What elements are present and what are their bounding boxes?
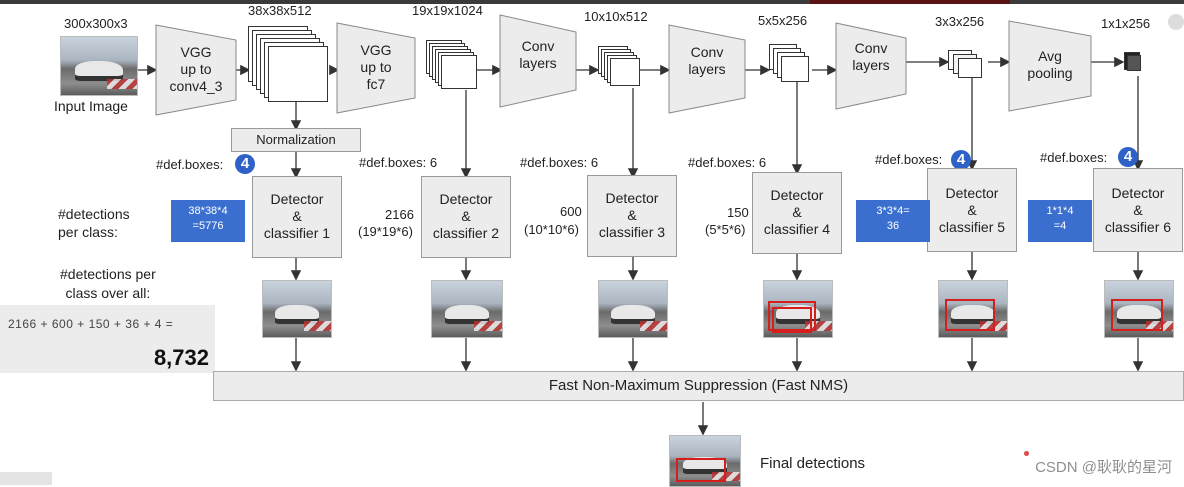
- bbox: [676, 458, 726, 482]
- feature-map-size-4: 5x5x256: [758, 13, 808, 28]
- detection-formula-2: (19*19*6): [358, 224, 413, 239]
- blue-note-6: 1*1*4 =4: [1028, 200, 1092, 242]
- detection-image-2: [431, 280, 503, 338]
- detection-image-4: [763, 280, 833, 338]
- calculation-result: 8,732: [153, 345, 209, 370]
- corner-circle: [1168, 14, 1184, 30]
- conv-layers-text-2: Conv layers: [688, 44, 726, 77]
- detection-count-2: 2166: [385, 207, 414, 222]
- detection-formula-3: (10*10*6): [524, 222, 579, 237]
- detector-classifier-2: Detector & classifier 2: [421, 176, 511, 258]
- detections-over-all-label: #detections per class over all:: [60, 266, 156, 301]
- blue-note-1: 38*38*4 =5776: [171, 200, 245, 242]
- def-boxes-label-4: #def.boxes: 6: [688, 155, 767, 170]
- def-boxes-badge-5: 4: [951, 150, 971, 170]
- watermark: CSDN @耿耿的星河: [1035, 459, 1172, 476]
- def-boxes-label-5: #def.boxes:: [875, 152, 943, 167]
- normalization-box: Normalization: [231, 128, 361, 152]
- conv-layers-block-3: Conv layers: [835, 22, 907, 110]
- fast-nms-bar: Fast Non-Maximum Suppression (Fast NMS): [213, 371, 1184, 401]
- detector-classifier-1: Detector & classifier 1: [252, 176, 342, 258]
- def-boxes-label-3: #def.boxes: 6: [520, 155, 599, 170]
- final-detections-label: Final detections: [760, 455, 866, 472]
- bbox: [772, 307, 812, 333]
- vgg-fc7-text: VGG up to fc7: [360, 42, 392, 92]
- bbox: [1111, 299, 1163, 331]
- detection-image-5: [938, 280, 1008, 338]
- detection-count-3: 600: [560, 204, 582, 219]
- feature-map-size-1: 38x38x512: [248, 3, 312, 18]
- calculation-panel: 2166 + 600 + 150 + 36 + 4 = 8,732: [0, 305, 215, 373]
- conv-layers-text-1: Conv layers: [519, 38, 557, 71]
- feature-map-3: [598, 46, 642, 88]
- final-detection-image: [669, 435, 741, 487]
- top-bar-highlight: [810, 0, 1010, 4]
- avg-pooling-block: Avg pooling: [1008, 20, 1092, 112]
- avg-pooling-text: Avg pooling: [1027, 48, 1073, 81]
- conv-layers-text-3: Conv layers: [852, 40, 890, 73]
- vgg-fc7-block: VGG up to fc7: [336, 22, 416, 114]
- detector-classifier-5: Detector & classifier 5: [927, 168, 1017, 252]
- feature-map-2: [426, 40, 480, 89]
- feature-map-5: [948, 50, 988, 80]
- input-image: [60, 36, 138, 96]
- detector-classifier-4: Detector & classifier 4: [752, 172, 842, 254]
- def-boxes-badge-1: 4: [235, 154, 255, 174]
- feature-map-size-3: 10x10x512: [584, 9, 648, 24]
- detector-classifier-3: Detector & classifier 3: [587, 175, 677, 257]
- detector-classifier-6: Detector & classifier 6: [1093, 168, 1183, 252]
- input-size-label: 300x300x3: [64, 16, 128, 31]
- detection-image-6: [1104, 280, 1174, 338]
- feature-map-size-2: 19x19x1024: [412, 3, 483, 18]
- detection-image-1: [262, 280, 332, 338]
- top-bar: [0, 0, 1184, 4]
- vgg-conv4-3-block: VGG up to conv4_3: [155, 24, 237, 116]
- blue-note-5: 3*3*4= 36: [856, 200, 930, 242]
- feature-map-1: [248, 26, 334, 104]
- bbox: [768, 301, 816, 331]
- calculation-expression: 2166 + 600 + 150 + 36 + 4 =: [8, 317, 174, 331]
- bbox: [945, 299, 995, 331]
- detections-per-class-label: #detections per class:: [58, 206, 130, 240]
- input-image-label: Input Image: [54, 98, 128, 114]
- feature-map-size-5: 3x3x256: [935, 14, 985, 29]
- feature-map-4: [769, 44, 815, 84]
- detection-count-4: 150: [727, 205, 749, 220]
- detection-formula-4: (5*5*6): [705, 222, 746, 237]
- def-boxes-label-6: #def.boxes:: [1040, 150, 1108, 165]
- conv-layers-block-1: Conv layers: [499, 14, 577, 108]
- bottom-left-panel: [0, 472, 52, 485]
- red-dot: [1024, 451, 1029, 456]
- def-boxes-label-2: #def.boxes: 6: [359, 155, 438, 170]
- feature-map-size-6: 1x1x256: [1101, 16, 1151, 31]
- feature-map-6: [1124, 52, 1144, 74]
- conv-layers-block-2: Conv layers: [668, 24, 746, 114]
- detection-image-3: [598, 280, 668, 338]
- vgg-conv4-3-text: VGG up to conv4_3: [169, 44, 223, 94]
- def-boxes-badge-6: 4: [1118, 147, 1138, 167]
- def-boxes-label-1: #def.boxes:: [156, 157, 224, 172]
